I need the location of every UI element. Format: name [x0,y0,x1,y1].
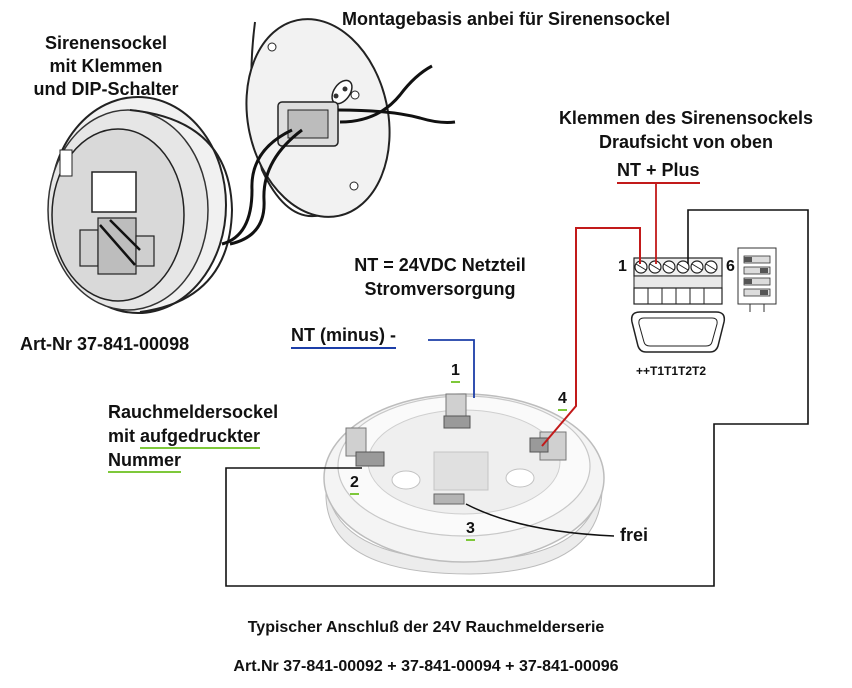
rauchmelder-line3: Nummer [108,450,182,473]
klemmen-title: Klemmen des Sirenensockels Draufsicht vo… [534,106,838,154]
klemmen-line2: Draufsicht von oben [598,132,773,152]
montagebasis-title: Montagebasis anbei für Sirenensockel [342,9,671,29]
siren-terminal-start: 1 [618,258,627,275]
nt-minus-label: NT (minus) - [291,325,396,349]
nt-plus-label: NT + Plus [617,160,700,184]
klemmen-line1: Klemmen des Sirenensockels [558,108,814,128]
terminal-3-label: 3 [466,520,475,541]
nt-netzteil-line2: Stromversorgung [364,279,516,299]
siren-terminal-end: 6 [726,258,735,275]
siren-base-illustration [47,96,234,314]
rauchmelder-line2-prefix: mit [108,426,141,446]
sirenensockel-line1: Sirenensockel [44,33,168,53]
wires [225,184,809,587]
terminal-2-label: 2 [350,474,359,495]
art-nr-siren: Art-Nr 37-841-00098 [20,334,190,354]
red-wire-plus [541,227,641,447]
frei-leader [465,503,615,537]
nt-netzteil-line1: NT = 24VDC Netzteil [354,255,526,275]
sirenensockel-line2: mit Klemmen [49,56,163,76]
footer-line1: Typischer Anschluß der 24V Rauchmelderse… [247,619,605,636]
black-wire-minus-return [225,209,809,587]
footer-line2: Art.Nr 37-841-00092 + 37-841-00094 + 37-… [233,658,619,675]
mounting-cables [221,64,456,246]
siren-terminal-block [630,257,726,353]
smoke-detector-base-illustration [323,393,605,575]
sirenensockel-line3: und DIP-Schalter [33,79,179,99]
terminal-1-label: 1 [451,362,460,383]
siren-terminal-names: ++T1T1T2T2 [636,364,707,378]
rauchmelder-line2: mit aufgedruckter [108,424,278,449]
blue-wire-minus [428,339,475,398]
rauchmelder-title: Rauchmeldersockel mit aufgedruckter Numm… [108,400,279,473]
terminal-4-label: 4 [558,390,567,411]
rauchmelder-line2-underlined: aufgedruckter [140,426,261,449]
rauchmelder-line1: Rauchmeldersockel [108,402,279,422]
sirenensockel-title: Sirenensockel mit Klemmen und DIP-Schalt… [16,32,196,101]
mounting-base-illustration [245,18,391,218]
frei-label: frei [620,525,649,545]
nt-netzteil-label: NT = 24VDC Netzteil Stromversorgung [330,253,550,301]
dip-switch [737,247,777,312]
